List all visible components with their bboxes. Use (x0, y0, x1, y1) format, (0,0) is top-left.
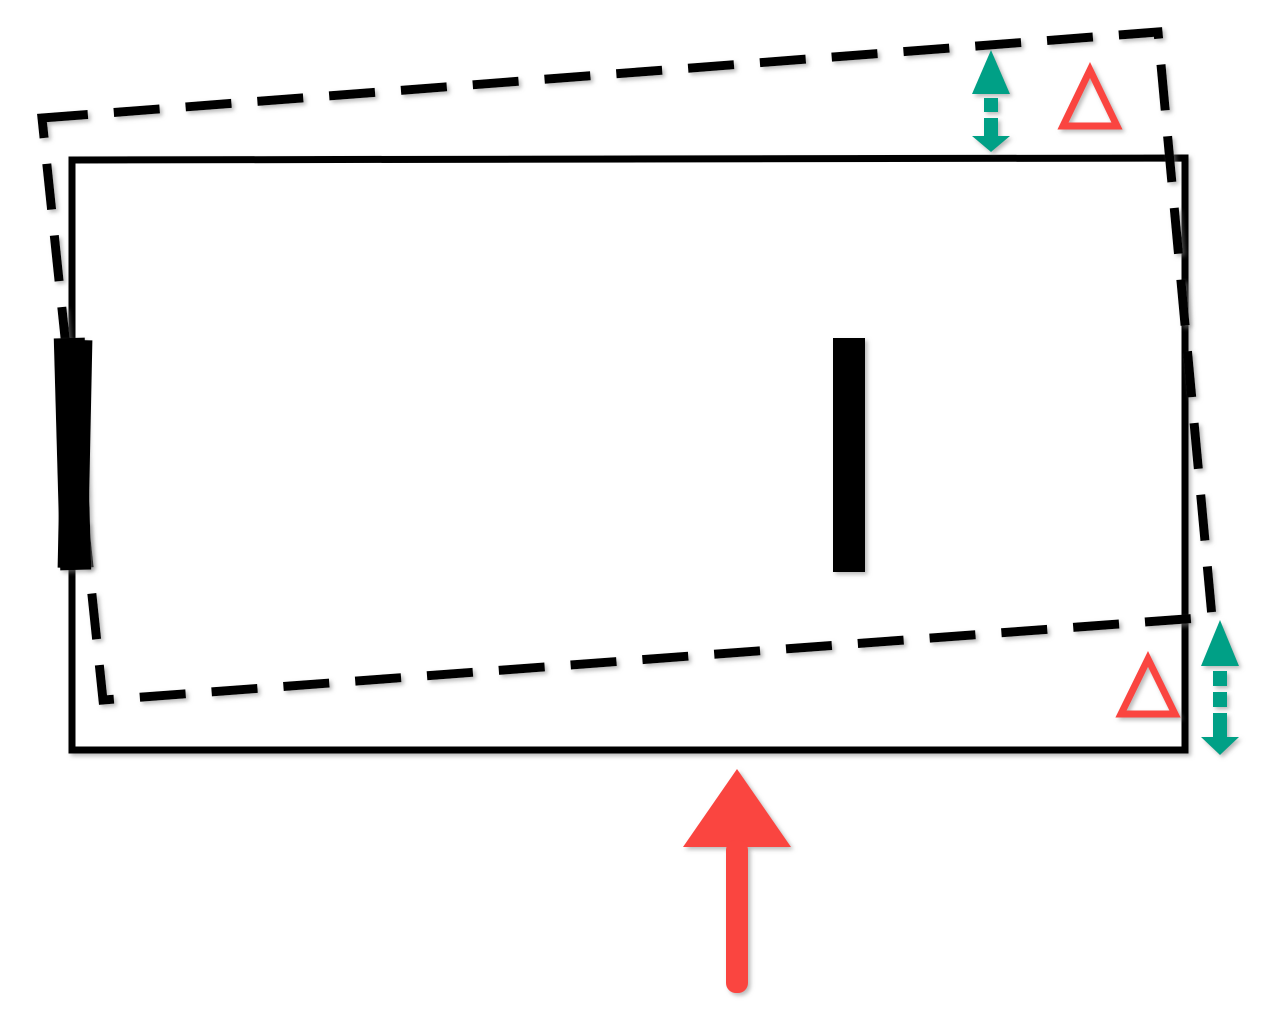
top-gap-double-arrow (972, 50, 1010, 152)
arrowhead-down-icon (1201, 726, 1239, 755)
delta-symbol-top-icon (1057, 61, 1123, 130)
left-black-bar (53, 337, 93, 571)
reference-rectangle (68, 154, 1189, 754)
arrow-shaft (726, 840, 748, 993)
arrow-shaft-dash (984, 98, 998, 112)
arrowhead-up-icon (1201, 620, 1239, 666)
arrowhead-up-icon (972, 50, 1010, 94)
arrowhead-up-icon (683, 769, 791, 847)
arrowhead-down-icon (972, 128, 1010, 152)
arrow-shaft-dash (1213, 671, 1227, 686)
arrow-shaft-dash (1213, 713, 1227, 728)
arrow-shaft-dash (1213, 692, 1227, 707)
delta-symbol-bottom-icon (1115, 651, 1181, 718)
applied-load-arrow (683, 769, 791, 993)
bottom-gap-double-arrow (1201, 620, 1239, 755)
displaced-rectangle (37, 27, 1217, 705)
center-black-bar (833, 338, 865, 572)
